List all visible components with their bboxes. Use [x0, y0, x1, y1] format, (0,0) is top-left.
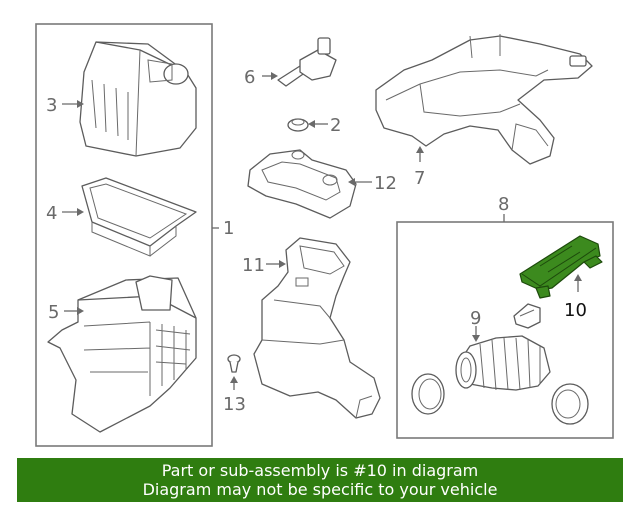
part-7-air-duct[interactable]	[375, 34, 593, 165]
callout-8[interactable]: 8	[498, 194, 509, 215]
part-13-clip[interactable]	[227, 354, 241, 373]
part-9-intake-hose[interactable]	[455, 335, 551, 391]
hose-clamp-right[interactable]	[551, 383, 589, 425]
banner-line-2: Diagram may not be specific to your vehi…	[142, 480, 498, 499]
part-6-sensor[interactable]	[277, 37, 337, 87]
part-2-grommet[interactable]	[287, 118, 309, 132]
callout-2[interactable]: 2	[330, 115, 341, 136]
callout-7[interactable]: 7	[414, 168, 425, 189]
callout-13[interactable]: 13	[223, 394, 246, 415]
info-banner: Part or sub-assembly is #10 in diagram D…	[17, 458, 623, 502]
assembly-8-box	[396, 221, 614, 439]
part-3-air-cleaner-cover[interactable]	[79, 41, 197, 157]
callout-12[interactable]: 12	[374, 173, 397, 194]
callout-4[interactable]: 4	[46, 203, 57, 224]
part-5-air-cleaner-housing[interactable]	[47, 275, 197, 433]
callout-11[interactable]: 11	[242, 255, 265, 276]
callout-5[interactable]: 5	[48, 302, 59, 323]
callout-6[interactable]: 6	[244, 67, 255, 88]
hose-clamp-left[interactable]	[411, 373, 445, 415]
banner-line-1: Part or sub-assembly is #10 in diagram	[161, 461, 479, 480]
part-12-bracket[interactable]	[247, 149, 357, 219]
callout-1[interactable]: 1	[223, 218, 234, 239]
part-11-intake-resonator[interactable]	[253, 237, 381, 419]
assembly-1-box	[35, 23, 213, 447]
part-4-air-filter[interactable]	[81, 177, 197, 257]
callout-9[interactable]: 9	[470, 308, 481, 329]
part-10-highlighted[interactable]	[519, 235, 603, 299]
callout-10[interactable]: 10	[564, 300, 587, 321]
callout-3[interactable]: 3	[46, 95, 57, 116]
clamp-small[interactable]	[513, 303, 541, 329]
parts-diagram: 1 3 4 5 6 2	[35, 23, 614, 447]
